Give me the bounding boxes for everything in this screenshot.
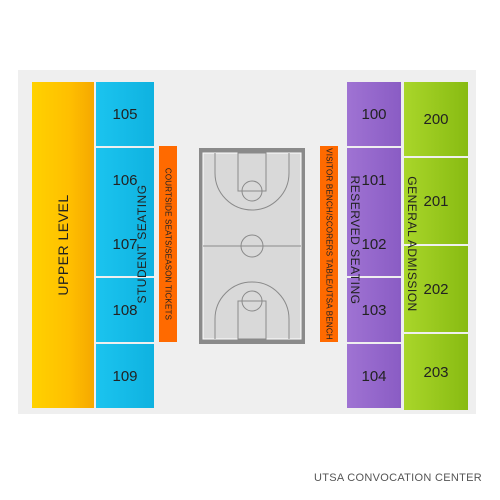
section-upper-level[interactable]: UPPER LEVEL [32, 82, 94, 408]
venue-name: UTSA CONVOCATION CENTER [313, 472, 482, 484]
general-admission-label: GENERAL ADMISSION [405, 176, 419, 312]
section-101[interactable]: 101 [347, 148, 401, 212]
visitor-bench-label: VISITOR BENCH/SCORERS TABLE/UTSA BENCH [324, 148, 334, 340]
section-visitor-bench[interactable] [320, 146, 338, 342]
section-201[interactable]: 201 [404, 158, 468, 244]
section-103[interactable]: 103 [347, 278, 401, 342]
section-107[interactable]: 107 [96, 212, 154, 276]
section-108[interactable]: 108 [96, 278, 154, 342]
section-109[interactable]: 109 [96, 344, 154, 408]
section-100[interactable]: 100 [347, 82, 401, 146]
section-courtside[interactable] [159, 146, 177, 342]
basketball-court [199, 148, 305, 344]
section-102[interactable]: 102 [347, 212, 401, 276]
section-106[interactable]: 106 [96, 148, 154, 212]
section-200[interactable]: 200 [404, 82, 468, 156]
courtside-label: COURTSIDE SEATS/SEASON TICKETS [163, 167, 173, 321]
court-lines-icon [202, 152, 302, 340]
student-seating-label: STUDENT SEATING [135, 184, 149, 304]
section-202[interactable]: 202 [404, 246, 468, 332]
section-105[interactable]: 105 [96, 82, 154, 146]
upper-level-label: UPPER LEVEL [55, 194, 71, 296]
section-203[interactable]: 203 [404, 334, 468, 410]
section-104[interactable]: 104 [347, 344, 401, 408]
reserved-seating-label: RESERVED SEATING [348, 175, 362, 305]
